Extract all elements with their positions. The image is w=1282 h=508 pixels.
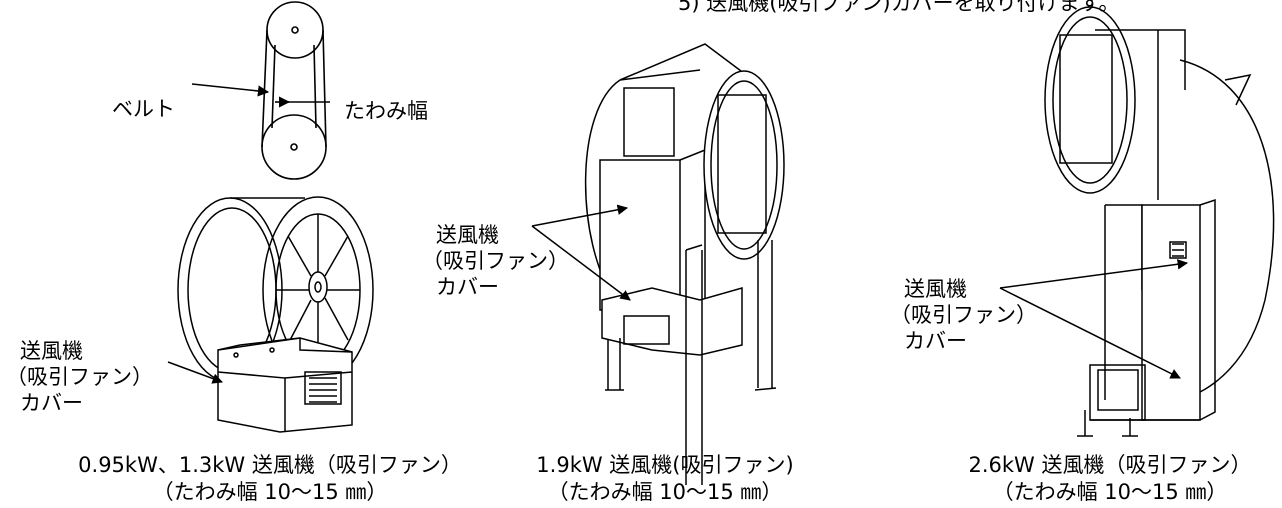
caption-deflection: （たわみ幅 10〜15 ㎜）	[152, 480, 388, 504]
cover-label-line: 送風機	[20, 339, 83, 363]
fan-medium-drawing	[531, 43, 785, 485]
figure-caption-large: 2.6kW 送風機（吸引ファン） （たわみ幅 10〜15 ㎜）	[940, 452, 1280, 506]
figure-caption-medium: 1.9kW 送風機(吸引ファン) （たわみ幅 10〜15 ㎜）	[500, 452, 830, 506]
caption-title: 2.6kW 送風機（吸引ファン）	[968, 453, 1252, 477]
fan-cover-label-medium: 送風機 （吸引ファン） カバー	[422, 222, 569, 300]
cover-label-line: カバー	[20, 391, 83, 415]
figure-caption-small: 0.95kW、1.3kW 送風機（吸引ファン） （たわみ幅 10〜15 ㎜）	[50, 452, 490, 506]
fan-small-drawing	[167, 196, 374, 433]
belt-diagram	[191, 1, 330, 180]
deflection-width-label: たわみ幅	[344, 99, 428, 123]
fan-cover-label-small: 送風機 （吸引ファン） カバー	[6, 338, 153, 416]
caption-title: 1.9kW 送風機(吸引ファン)	[536, 453, 794, 477]
cover-label-line: （吸引ファン）	[890, 303, 1037, 327]
caption-deflection: （たわみ幅 10〜15 ㎜）	[547, 480, 783, 504]
header-instruction: 5) 送風機(吸引ファン)カバーを取り付けます。	[678, 0, 1120, 15]
cover-label-line: カバー	[436, 275, 499, 299]
cover-label-line: 送風機	[436, 223, 499, 247]
fan-cover-label-large: 送風機 （吸引ファン） カバー	[890, 276, 1037, 354]
caption-title: 0.95kW、1.3kW 送風機（吸引ファン）	[78, 453, 462, 477]
cover-label-line: カバー	[904, 329, 967, 353]
cover-label-line: （吸引ファン）	[6, 365, 153, 389]
cover-label-line: 送風機	[904, 277, 967, 301]
fan-large-drawing	[999, 6, 1275, 437]
belt-label: ベルト	[112, 97, 175, 121]
cover-label-line: （吸引ファン）	[422, 249, 569, 273]
caption-deflection: （たわみ幅 10〜15 ㎜）	[992, 480, 1228, 504]
